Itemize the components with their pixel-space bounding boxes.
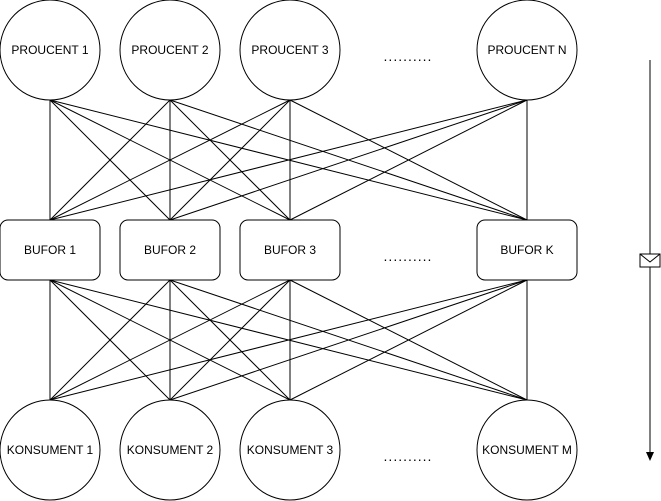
producer-node-1	[0, 0, 101, 101]
consumer-2-label: KONSUMENT 2	[126, 443, 214, 457]
edge-buffer-4-consumer-1	[49, 279, 528, 401]
consumer-node-2	[119, 399, 221, 501]
buffer-node-2	[119, 219, 221, 281]
buffer-2-label: BUFOR 2	[143, 243, 197, 257]
edge-buffer-4-consumer-3	[289, 279, 528, 401]
producer-1-label: PROUCENT 1	[11, 43, 89, 57]
producer-node-3	[239, 0, 341, 101]
buffer-node-4	[476, 219, 578, 281]
consumer-m-label: KONSUMENT M	[482, 443, 572, 457]
buffers-ellipsis: ..........	[383, 248, 433, 264]
consumer-1-label: KONSUMENT 1	[6, 443, 94, 457]
consumers-ellipsis: ..........	[383, 448, 433, 464]
edge-buffer-3-consumer-2	[169, 279, 291, 401]
edge-producer-3-buffer-2	[169, 99, 291, 221]
producers-ellipsis: ..........	[383, 48, 433, 64]
producer-node-4	[476, 0, 578, 101]
buffer-3-label: BUFOR 3	[263, 243, 317, 257]
producer-node-2	[119, 0, 221, 101]
buffer-k-label: BUFOR K	[500, 243, 554, 257]
edge-producer-2-buffer-1	[49, 99, 171, 221]
flow-arrow	[639, 60, 661, 461]
edge-producer-4-buffer-3	[289, 99, 528, 221]
buffer-1-label: BUFOR 1	[23, 243, 77, 257]
consumer-node-3	[239, 399, 341, 501]
consumer-node-1	[0, 399, 101, 501]
edge-producer-4-buffer-2	[169, 99, 528, 221]
edge-buffer-3-consumer-1	[49, 279, 291, 401]
edge-producer-4-buffer-1	[49, 99, 528, 221]
producer-2-label: PROUCENT 2	[131, 43, 209, 57]
buffer-node-1	[0, 219, 101, 281]
edge-buffer-4-consumer-2	[169, 279, 528, 401]
buffer-node-3	[239, 219, 341, 281]
envelope-icon	[639, 253, 661, 268]
edge-buffer-2-consumer-1	[49, 279, 171, 401]
consumer-3-label: KONSUMENT 3	[246, 443, 334, 457]
producer-n-label: PROUCENT N	[487, 43, 567, 57]
flow-arrow-head	[646, 452, 654, 461]
consumer-node-4	[476, 399, 578, 501]
producer-3-label: PROUCENT 3	[251, 43, 329, 57]
edge-producer-3-buffer-1	[49, 99, 291, 221]
